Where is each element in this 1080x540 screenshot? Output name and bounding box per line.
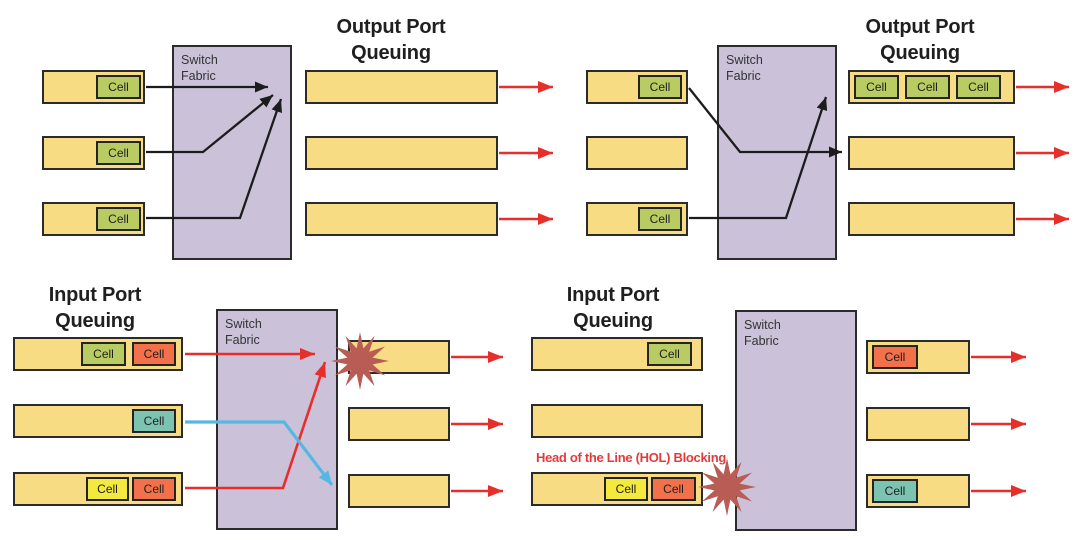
tl-title: Output Port Queuing (337, 14, 446, 66)
bl-in1-cell-2: Cell (132, 342, 176, 366)
tr-input-queue-1: Cell (586, 70, 688, 104)
br-input-queue-2 (531, 404, 703, 438)
bl-output-queue-3 (348, 474, 450, 508)
br-output-queue-1: Cell (866, 340, 970, 374)
hol-blocking-label: Head of the Line (HOL) Blocking (535, 450, 727, 465)
br-in3-cell-2: Cell (651, 477, 696, 501)
bl-in3-cell-1: Cell (86, 477, 129, 501)
tr-title-line2: Queuing (880, 42, 960, 64)
tl-switch-fabric: Switch Fabric (172, 45, 292, 260)
tr-input-queue-3: Cell (586, 202, 688, 236)
tl-fabric-label-line2: Fabric (181, 69, 216, 83)
bl-fabric-label-line1: Switch (225, 317, 262, 331)
tr-in1-cell: Cell (638, 75, 682, 99)
bl-in1-cell-1: Cell (81, 342, 126, 366)
tl-input-queue-3: Cell (42, 202, 145, 236)
tl-output-queue-1 (305, 70, 498, 104)
tr-out1-cell-1: Cell (854, 75, 899, 99)
br-fabric-label-line2: Fabric (744, 334, 779, 348)
tr-in3-cell: Cell (638, 207, 682, 231)
bl-input-queue-1: Cell Cell (13, 337, 183, 371)
bl-output-queue-1 (348, 340, 450, 374)
bl-input-queue-3: Cell Cell (13, 472, 183, 506)
br-output-queue-2 (866, 407, 970, 441)
tl-output-queue-2 (305, 136, 498, 170)
tr-title-line1: Output Port (865, 16, 975, 38)
br-fabric-label-line1: Switch (744, 318, 781, 332)
bl-switch-fabric: Switch Fabric (216, 309, 338, 530)
tr-switch-fabric: Switch Fabric (717, 45, 837, 260)
tr-input-queue-2 (586, 136, 688, 170)
br-output-queue-3: Cell (866, 474, 970, 508)
bl-in2-cell: Cell (132, 409, 176, 433)
tr-output-queue-2 (848, 136, 1015, 170)
tl-input-queue-2: Cell (42, 136, 145, 170)
tr-output-queue-1: Cell Cell Cell (848, 70, 1015, 104)
tl-output-queue-3 (305, 202, 498, 236)
tr-title: Output Port Queuing (866, 14, 975, 66)
tr-output-queue-3 (848, 202, 1015, 236)
bl-input-queue-2: Cell (13, 404, 183, 438)
tl-in2-cell: Cell (96, 141, 141, 165)
bl-fabric-label-line2: Fabric (225, 333, 260, 347)
tr-out1-cell-3: Cell (956, 75, 1001, 99)
br-title-line1: Input Port (566, 284, 660, 306)
tl-fabric-label-line1: Switch (181, 53, 218, 67)
tl-title-line1: Output Port (336, 16, 446, 38)
tl-in1-cell: Cell (96, 75, 141, 99)
tl-input-queue-1: Cell (42, 70, 145, 104)
bl-title-line1: Input Port (48, 284, 142, 306)
br-input-queue-1: Cell (531, 337, 703, 371)
br-switch-fabric: Switch Fabric (735, 310, 857, 531)
br-out3-cell: Cell (872, 479, 918, 503)
tl-title-line2: Queuing (351, 42, 431, 64)
tr-out1-cell-2: Cell (905, 75, 950, 99)
br-input-queue-3: Cell Cell (531, 472, 703, 506)
bl-output-queue-2 (348, 407, 450, 441)
tl-in3-cell: Cell (96, 207, 141, 231)
br-in1-cell: Cell (647, 342, 692, 366)
bl-title-line2: Queuing (55, 310, 135, 332)
tr-fabric-label-line2: Fabric (726, 69, 761, 83)
bl-in3-cell-2: Cell (132, 477, 176, 501)
br-in3-cell-1: Cell (604, 477, 648, 501)
bl-title: Input Port Queuing (48, 282, 142, 334)
tr-fabric-label-line1: Switch (726, 53, 763, 67)
br-title-line2: Queuing (573, 310, 653, 332)
br-out1-cell: Cell (872, 345, 918, 369)
br-title: Input Port Queuing (566, 282, 660, 334)
